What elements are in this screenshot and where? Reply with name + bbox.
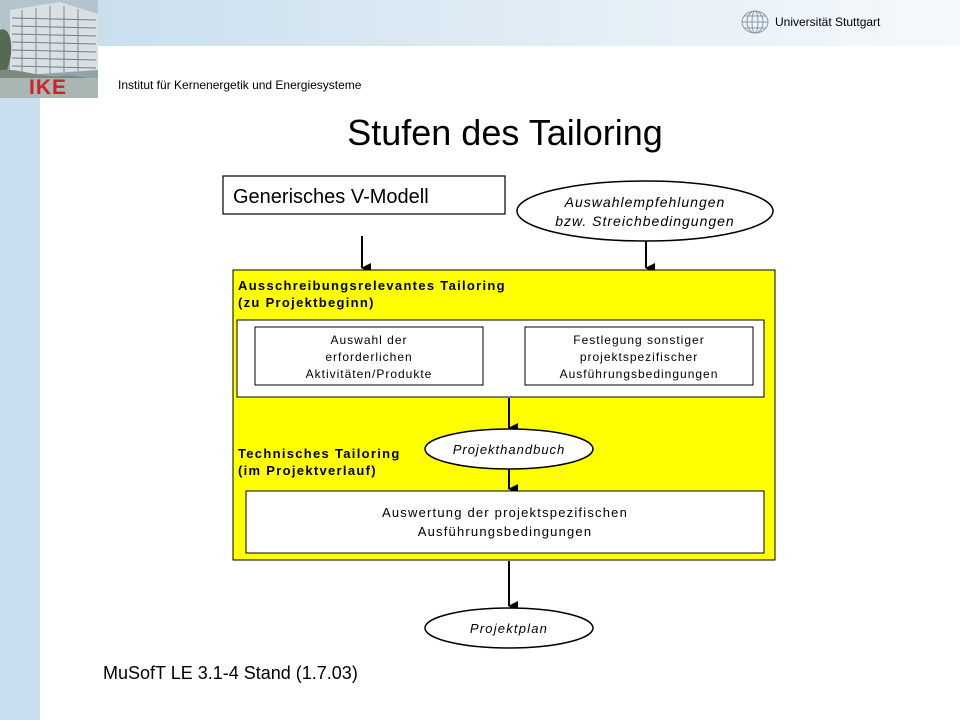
university-name: Universität Stuttgart xyxy=(775,15,881,29)
plan-label: Projektplan xyxy=(470,621,548,636)
slide-title: Stufen des Tailoring xyxy=(347,112,663,153)
stage2-title-line-2: (im Projektverlauf) xyxy=(238,463,377,478)
evaluation-box xyxy=(245,490,765,554)
slide-footer: MuSofT LE 3.1-4 Stand (1.7.03) xyxy=(103,663,358,683)
stage1-title-line-2: (zu Projektbeginn) xyxy=(238,295,375,310)
evaluation-line-2: Ausführungsbedingungen xyxy=(418,524,593,539)
recommendations-ellipse xyxy=(516,180,774,242)
conditions-line-2: projektspezifischer xyxy=(580,350,698,364)
plan-ellipse xyxy=(424,607,594,649)
university-logo-icon xyxy=(741,10,769,34)
recommendations-line-1: Auswahlempfehlungen xyxy=(564,194,726,210)
handbook-label: Projekthandbuch xyxy=(453,442,566,457)
selection-line-3: Aktivitäten/Produkte xyxy=(306,367,433,381)
selection-box xyxy=(254,326,484,386)
side-stripe xyxy=(0,0,40,720)
conditions-line-1: Festlegung sonstiger xyxy=(573,333,704,347)
conditions-box xyxy=(524,326,754,386)
recommendations-line-2: bzw. Streichbedingungen xyxy=(555,213,734,229)
selection-line-1: Auswahl der xyxy=(330,333,407,347)
ike-logo: IKE xyxy=(29,76,67,98)
stage1-title-line-1: Ausschreibungsrelevantes Tailoring xyxy=(238,278,506,293)
institute-name: Institut für Kernenergetik und Energiesy… xyxy=(118,78,362,92)
source-box-label: Generisches V-Modell xyxy=(233,186,429,208)
conditions-line-3: Ausführungsbedingungen xyxy=(560,367,719,381)
stage2-title-line-1: Technisches Tailoring xyxy=(238,446,401,461)
source-box xyxy=(222,175,506,215)
header-band xyxy=(40,0,960,46)
selection-line-2: erforderlichen xyxy=(325,350,412,364)
campus-photo-image: IKE xyxy=(0,0,98,98)
evaluation-line-1: Auswertung der projektspezifischen xyxy=(382,505,628,520)
